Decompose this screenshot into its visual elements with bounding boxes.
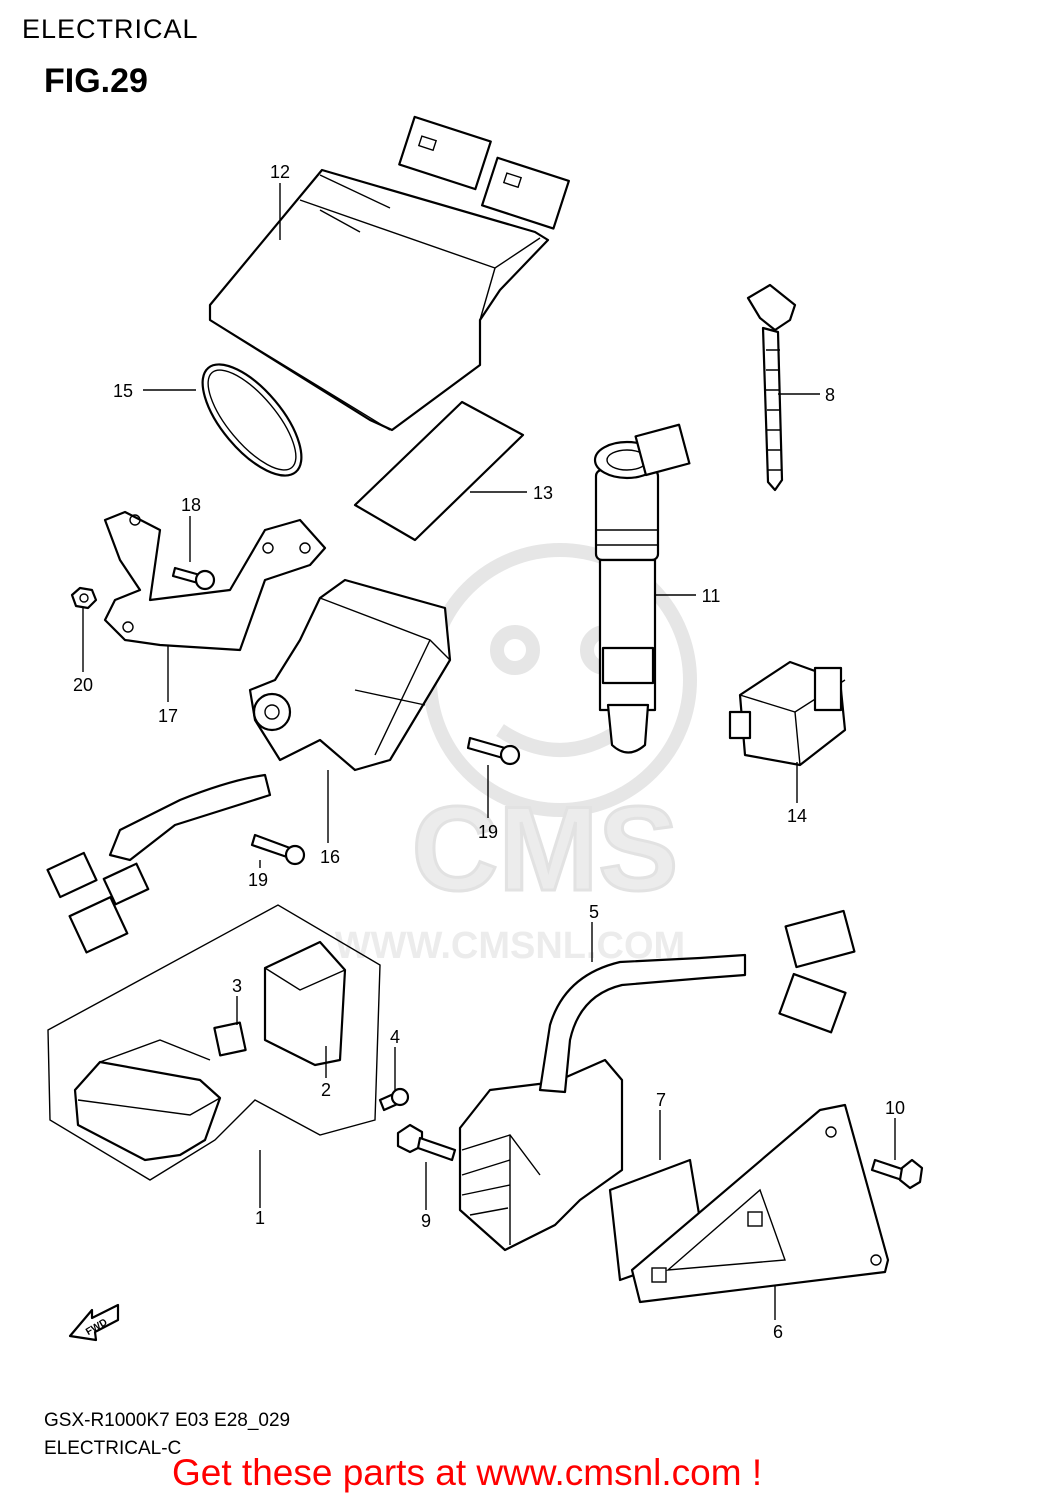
callout-20: 20	[73, 675, 93, 695]
callout-10: 10	[885, 1098, 905, 1118]
rubber-band	[201, 363, 303, 477]
callout-19a: 19	[478, 822, 498, 842]
bolt-10	[870, 1158, 924, 1190]
callout-4: 4	[390, 1027, 400, 1047]
watermark-url: WWW.CMSNL.COM	[335, 925, 685, 967]
forward-arrow-icon: FWD	[68, 1303, 120, 1342]
bolt-19-lower	[250, 833, 306, 866]
callout-3: 3	[232, 976, 242, 996]
callout-17: 17	[158, 706, 178, 726]
callout-9: 9	[421, 1211, 431, 1231]
regulator-rectifier	[458, 909, 856, 1252]
figure-subtitle: ELECTRICAL-C	[44, 1438, 182, 1459]
bolt-19-upper	[466, 736, 521, 766]
callout-19b: 19	[248, 870, 268, 890]
ignition-coil	[593, 423, 691, 754]
figure-title: FIG.29	[44, 62, 148, 100]
bolt-18	[171, 566, 216, 591]
callout-6: 6	[773, 1322, 783, 1342]
bolt-4	[378, 1087, 410, 1112]
callout-14: 14	[787, 806, 807, 826]
relay	[728, 660, 847, 767]
callout-numbers: 1 2 3 4 5 6 7 8 9 10 11 12 13 14 15 16 1…	[73, 162, 905, 1342]
callout-18: 18	[181, 495, 201, 515]
callout-13: 13	[533, 483, 553, 503]
callout-11: 11	[702, 586, 721, 606]
leader-lines	[82, 183, 896, 1320]
callout-1: 1	[255, 1208, 265, 1228]
callout-12: 12	[270, 162, 290, 182]
callout-2: 2	[321, 1080, 331, 1100]
section-title: ELECTRICAL	[22, 14, 199, 44]
nut-20	[70, 586, 98, 610]
watermark: CMS WWW.CMSNL.COM	[335, 543, 697, 967]
callout-15: 15	[113, 381, 133, 401]
cable-tie	[746, 283, 797, 492]
callout-16: 16	[320, 847, 340, 867]
buy-parts-link[interactable]: Get these parts at www.cmsnl.com !	[172, 1452, 763, 1493]
starter-relay-set	[47, 904, 381, 1181]
callout-8: 8	[825, 385, 835, 405]
ecu-unit	[208, 115, 570, 432]
callout-7: 7	[656, 1090, 666, 1110]
cushion-pad	[353, 400, 525, 542]
callout-5: 5	[589, 902, 599, 922]
regulator-bracket	[630, 1103, 890, 1304]
servo-unit	[46, 578, 452, 954]
model-code: GSX-R1000K7 E03 E28_029	[44, 1410, 291, 1431]
bolt-9	[396, 1123, 457, 1162]
ecu-bracket	[103, 510, 327, 652]
watermark-brand: CMS	[412, 782, 679, 916]
